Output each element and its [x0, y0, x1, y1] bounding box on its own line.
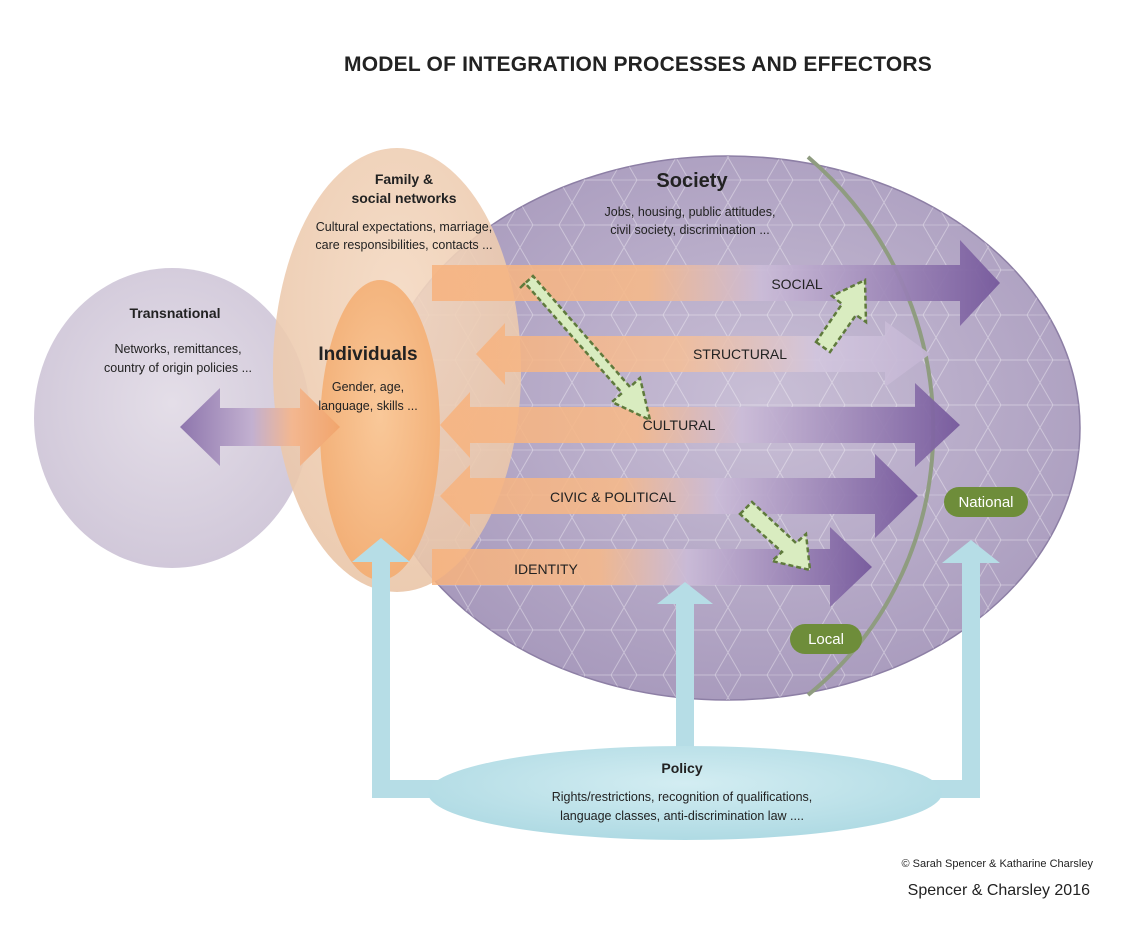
- transnational-heading: Transnational: [129, 305, 220, 321]
- diagram-title: MODEL OF INTEGRATION PROCESSES AND EFFEC…: [344, 53, 932, 76]
- society-desc-1: Jobs, housing, public attitudes,: [605, 205, 776, 219]
- society-heading: Society: [656, 170, 728, 192]
- dashed-arrow-civic-to-identity: [738, 500, 812, 572]
- family-heading-2: social networks: [351, 190, 456, 206]
- civic-political-label: CIVIC & POLITICAL: [550, 489, 676, 505]
- social-label: SOCIAL: [771, 276, 823, 292]
- individuals-heading: Individuals: [318, 344, 417, 365]
- dashed-arrow-social-to-cultural: [519, 274, 652, 423]
- national-badge: National: [944, 487, 1028, 517]
- copyright-notice: © Sarah Spencer & Katharine Charsley: [901, 858, 1093, 870]
- cultural-arrow: [440, 383, 960, 467]
- policy-ellipse: [428, 746, 942, 840]
- policy-desc-2: language classes, anti-discrimination la…: [560, 809, 804, 823]
- structural-arrow: [476, 321, 930, 387]
- transnational-desc-2: country of origin policies ...: [104, 361, 252, 375]
- policy-heading: Policy: [661, 760, 702, 776]
- identity-arrow: [432, 527, 872, 607]
- dashed-arrow-structural-to-social: [814, 278, 868, 354]
- civic-political-arrow: [440, 454, 918, 538]
- cultural-label: CULTURAL: [643, 417, 716, 433]
- individuals-desc-1: Gender, age,: [332, 380, 404, 394]
- structural-label: STRUCTURAL: [693, 346, 787, 362]
- individuals-ellipse: [320, 280, 440, 580]
- transnational-double-arrow: [180, 388, 340, 466]
- transnational-circle: [34, 268, 310, 568]
- identity-label: IDENTITY: [514, 561, 578, 577]
- svg-text:Local: Local: [808, 631, 844, 648]
- local-badge: Local: [790, 624, 862, 654]
- family-heading-1: Family &: [375, 171, 433, 187]
- family-desc-2: care responsibilities, contacts ...: [315, 238, 492, 252]
- transnational-desc-1: Networks, remittances,: [114, 342, 241, 356]
- policy-desc-1: Rights/restrictions, recognition of qual…: [552, 790, 813, 804]
- individuals-desc-2: language, skills ...: [318, 399, 417, 413]
- family-desc-1: Cultural expectations, marriage,: [316, 220, 492, 234]
- society-desc-2: civil society, discrimination ...: [610, 223, 770, 237]
- social-arrow: [432, 240, 1000, 326]
- citation: Spencer & Charsley 2016: [908, 882, 1090, 899]
- svg-text:National: National: [958, 494, 1013, 511]
